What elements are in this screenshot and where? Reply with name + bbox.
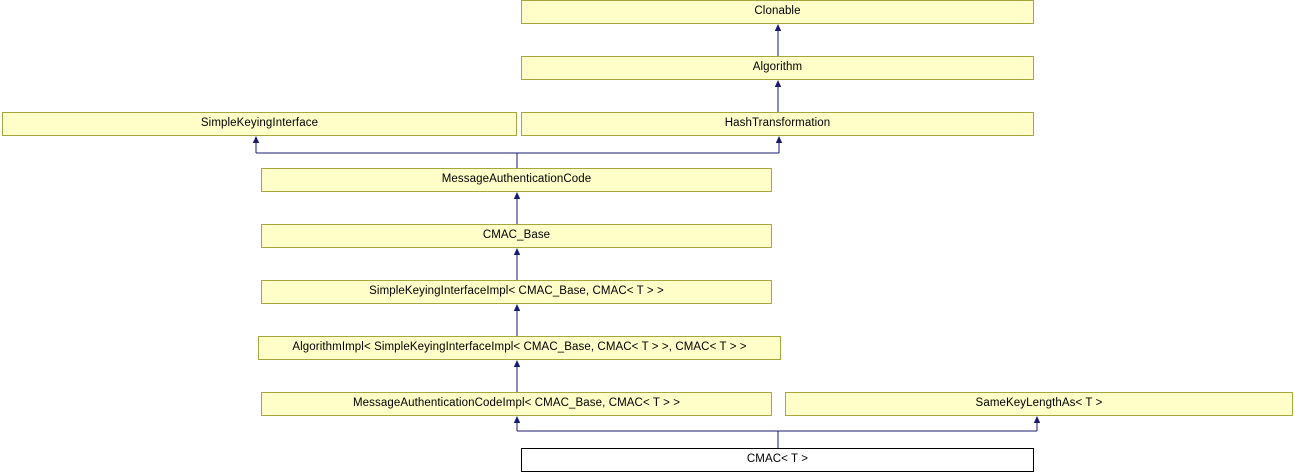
class-node-label: AlgorithmImpl< SimpleKeyingInterfaceImpl…	[292, 341, 747, 354]
class-node-cmac_t[interactable]: CMAC< T >	[521, 448, 1034, 472]
class-node-messageauthenticationcodeimpl[interactable]: MessageAuthenticationCodeImpl< CMAC_Base…	[261, 392, 772, 416]
class-node-cmac_base[interactable]: CMAC_Base	[261, 224, 772, 248]
inheritance-arrow-cmac_base-to-messageauthenticationcode	[513, 192, 521, 224]
inheritance-arrow-cmac_t-to-samekeylengthas	[777, 416, 1041, 448]
class-node-label: MessageAuthenticationCodeImpl< CMAC_Base…	[352, 397, 681, 410]
inheritance-arrow-messageauthenticationcode-to-simplekeyinginterface	[252, 136, 518, 168]
class-node-label: SimpleKeyingInterface	[200, 117, 319, 130]
inheritance-arrow-messageauthenticationcode-to-hashtransformation	[516, 136, 783, 168]
class-node-label: SameKeyLengthAs< T >	[975, 397, 1103, 410]
class-node-label: MessageAuthenticationCode	[441, 173, 592, 186]
inheritance-arrow-hashtransformation-to-algorithm	[774, 80, 782, 112]
class-node-label: HashTransformation	[724, 117, 831, 130]
inheritance-arrow-algorithmimpl-to-simplekeyinginterfaceimpl	[513, 304, 521, 336]
class-node-algorithm[interactable]: Algorithm	[521, 56, 1034, 80]
class-node-label: Clonable	[754, 5, 801, 18]
inheritance-arrow-cmac_t-to-messageauthenticationcodeimpl	[513, 416, 779, 448]
class-node-samekeylengthas[interactable]: SameKeyLengthAs< T >	[785, 392, 1293, 416]
class-node-label: SimpleKeyingInterfaceImpl< CMAC_Base, CM…	[369, 285, 664, 298]
class-node-label: CMAC_Base	[482, 229, 551, 242]
inheritance-arrow-messageauthenticationcodeimpl-to-algorithmimpl	[513, 360, 521, 392]
class-node-label: Algorithm	[752, 61, 803, 74]
class-node-algorithmimpl[interactable]: AlgorithmImpl< SimpleKeyingInterfaceImpl…	[258, 336, 781, 360]
class-node-messageauthenticationcode[interactable]: MessageAuthenticationCode	[261, 168, 772, 192]
class-node-simplekeyinginterface[interactable]: SimpleKeyingInterface	[2, 112, 517, 136]
inheritance-arrow-simplekeyinginterfaceimpl-to-cmac_base	[513, 248, 521, 280]
class-node-hashtransformation[interactable]: HashTransformation	[521, 112, 1034, 136]
inheritance-arrow-algorithm-to-clonable	[774, 24, 782, 56]
class-node-clonable[interactable]: Clonable	[521, 0, 1034, 24]
class-node-simplekeyinginterfaceimpl[interactable]: SimpleKeyingInterfaceImpl< CMAC_Base, CM…	[261, 280, 772, 304]
class-node-label: CMAC< T >	[746, 453, 809, 466]
